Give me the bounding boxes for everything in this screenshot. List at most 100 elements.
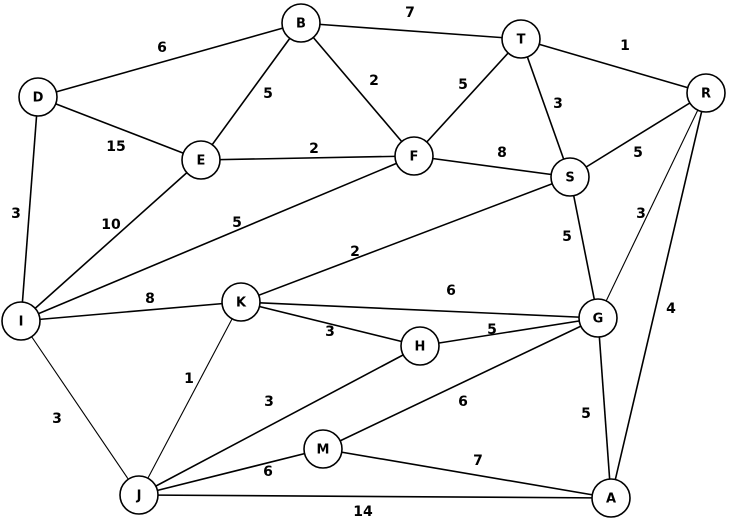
node-circle (221, 282, 261, 322)
edge-line (610, 92, 707, 499)
node-circle (394, 136, 434, 176)
edge-d-e (37, 96, 202, 161)
edge-line (413, 155, 571, 178)
node-label: G (593, 312, 604, 327)
edge-weight-label: 5 (263, 86, 273, 102)
edge-b-e (200, 22, 302, 161)
edge-line (322, 448, 612, 499)
edge-weight-label: 15 (106, 139, 125, 155)
edge-line (520, 38, 707, 94)
edge-weight-label: 5 (458, 77, 468, 93)
edge-line (20, 320, 140, 496)
node-circle (400, 326, 440, 366)
edge-weight-label: 5 (562, 229, 572, 245)
node-h: H (400, 326, 440, 366)
edge-m-j (138, 448, 324, 496)
edge-weight-label: 5 (487, 322, 497, 338)
edge-s-k (240, 176, 571, 303)
edge-k-h (240, 301, 421, 347)
edge-line (138, 345, 421, 496)
edge-line (569, 176, 599, 319)
node-j: J (119, 475, 159, 515)
edge-line (419, 317, 599, 347)
edge-line (138, 494, 612, 499)
node-label: A (606, 492, 616, 507)
edge-h-g (419, 317, 599, 347)
node-label: T (517, 33, 526, 48)
edge-weight-label: 5 (581, 406, 591, 422)
node-circle (550, 157, 590, 197)
edge-weight-label: 6 (446, 283, 456, 299)
node-i: I (1, 301, 41, 341)
node-r: R (686, 73, 726, 113)
edge-weight-label: 1 (620, 38, 630, 54)
node-circle (181, 140, 221, 180)
node-s: S (550, 157, 590, 197)
edge-r-a (610, 92, 707, 499)
node-a: A (591, 478, 631, 518)
edge-i-k (20, 301, 242, 322)
node-g: G (578, 298, 618, 338)
edge-b-f (300, 22, 415, 157)
node-circle (303, 429, 343, 469)
edge-weight-label: 10 (101, 217, 121, 233)
node-label: K (236, 296, 247, 311)
edge-weight-label: 2 (350, 244, 360, 260)
edge-h-j (138, 345, 421, 496)
edge-weight-label: 6 (263, 464, 273, 480)
node-label: F (410, 150, 419, 165)
edge-weight-label: 5 (633, 145, 643, 161)
edge-line (300, 22, 522, 40)
edge-k-g (240, 301, 599, 319)
node-label: E (197, 154, 206, 169)
edge-line (413, 38, 522, 157)
node-circle (501, 19, 541, 59)
node-b: B (281, 3, 321, 43)
node-k: K (221, 282, 261, 322)
node-t: T (501, 19, 541, 59)
edge-weight-label: 7 (405, 5, 415, 21)
edge-f-s (413, 155, 571, 178)
edge-weight-label: 3 (264, 394, 274, 410)
edge-b-d (37, 22, 302, 98)
node-label: D (33, 91, 44, 106)
node-label: H (415, 340, 426, 355)
node-label: S (565, 171, 574, 186)
edge-weight-label: 3 (11, 206, 21, 222)
edge-g-m (322, 317, 599, 450)
edge-weight-label: 1 (184, 371, 194, 387)
edge-weight-label: 6 (157, 40, 167, 56)
edge-e-i (20, 159, 202, 322)
edge-r-s (569, 92, 707, 178)
edge-line (520, 38, 571, 178)
node-circle (18, 77, 58, 117)
edge-t-r (520, 38, 707, 94)
edge-line (322, 317, 599, 450)
edge-weight-label: 2 (369, 73, 379, 89)
edge-weight-label: 6 (458, 394, 468, 410)
edge-i-j (20, 320, 140, 496)
edge-f-i (20, 155, 415, 322)
node-label: R (701, 87, 711, 102)
edge-s-g (569, 176, 599, 319)
edge-weight-label: 8 (497, 145, 507, 161)
edge-e-f (200, 155, 415, 161)
edge-weight-label: 2 (309, 141, 319, 157)
edge-line (569, 92, 707, 178)
edge-line (20, 96, 39, 322)
edge-line (20, 301, 242, 322)
edge-line (597, 317, 612, 499)
node-label: J (136, 489, 142, 504)
edge-d-i (20, 96, 39, 322)
node-e: E (181, 140, 221, 180)
edge-weight-label: 7 (473, 453, 483, 469)
edge-weight-label: 3 (553, 96, 563, 112)
edge-line (138, 301, 242, 496)
edge-line (240, 301, 421, 347)
edge-weight-label: 4 (666, 301, 676, 317)
node-circle (578, 298, 618, 338)
node-label: B (296, 17, 306, 32)
